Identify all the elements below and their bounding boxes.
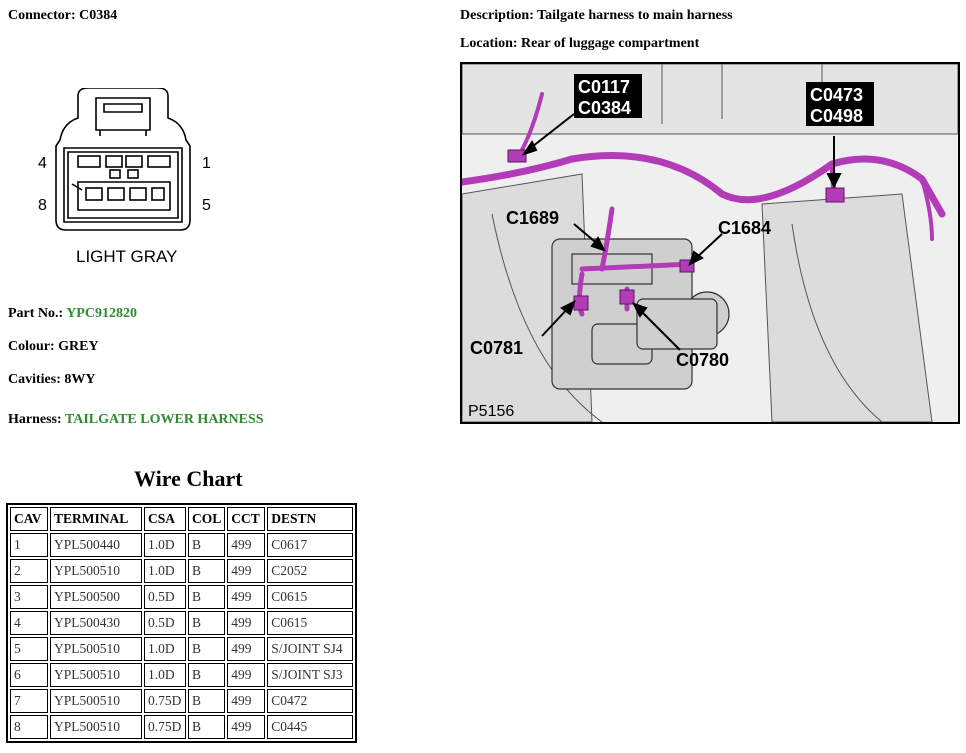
connector-face-diagram: 4 1 8 5 LIGHT GRAY [38,88,211,266]
table-cell: 1.0D [144,559,186,583]
table-cell: YPL500510 [50,663,142,687]
table-cell: YPL500500 [50,585,142,609]
table-cell: B [188,533,226,557]
table-cell: 499 [227,559,266,583]
table-cell: 1.0D [144,533,186,557]
connector-color-label: LIGHT GRAY [76,247,177,266]
column-header-csa: CSA [144,507,186,531]
callout-c0780: C0780 [676,350,729,370]
table-cell: B [188,585,226,609]
table-cell: 6 [10,663,48,687]
harness-label: Harness: [8,412,62,427]
cavities: Cavities: 8WY [8,372,96,387]
wire-chart-title: Wire Chart [134,466,243,491]
callout-c0384: C0384 [578,98,631,118]
part-number-label: Part No.: [8,306,64,321]
callout-c0473: C0473 [810,85,863,105]
table-cell: C2052 [267,559,354,583]
pin-label-8: 8 [38,197,47,214]
table-cell: 0.5D [144,585,186,609]
column-header-destn: DESTN [267,507,354,531]
harness-value: TAILGATE LOWER HARNESS [64,412,264,427]
table-cell: B [188,611,226,635]
table-cell: B [188,663,226,687]
connector-location: Location: Rear of luggage compartment [460,36,700,51]
table-cell: 2 [10,559,48,583]
callout-c0781: C0781 [470,338,523,358]
table-cell: C0472 [267,689,354,713]
table-cell: 499 [227,533,266,557]
table-cell: 3 [10,585,48,609]
table-cell: YPL500510 [50,637,142,661]
callout-c1684: C1684 [718,218,771,238]
harness: Harness: TAILGATE LOWER HARNESS [8,412,264,428]
photo-reference: P5156 [468,403,514,420]
pin-label-4: 4 [38,155,47,172]
column-header-terminal: TERMINAL [50,507,142,531]
column-header-cct: CCT [227,507,266,531]
callout-c0498: C0498 [810,106,863,126]
table-cell: 5 [10,637,48,661]
callout-c0117: C0117 [578,77,630,97]
table-cell: 499 [227,637,266,661]
column-header-col: COL [188,507,226,531]
table-cell: S/JOINT SJ4 [267,637,354,661]
table-cell: YPL500440 [50,533,142,557]
table-cell: 499 [227,663,266,687]
table-cell: B [188,559,226,583]
table-cell: YPL500510 [50,689,142,713]
table-cell: 0.75D [144,689,186,713]
table-cell: C0615 [267,585,354,609]
table-cell: 1 [10,533,48,557]
table-cell: 1.0D [144,663,186,687]
pin-label-5: 5 [202,197,211,214]
table-cell: YPL500510 [50,559,142,583]
colour: Colour: GREY [8,339,99,354]
table-cell: C0615 [267,611,354,635]
table-cell: C0445 [267,715,354,739]
table-cell: 0.75D [144,715,186,739]
table-cell: 1.0D [144,637,186,661]
table-cell: C0617 [267,533,354,557]
table-cell: 0.5D [144,611,186,635]
table-cell: 499 [227,611,266,635]
table-cell: 8 [10,715,48,739]
table-cell: 7 [10,689,48,713]
table-cell: S/JOINT SJ3 [267,663,354,687]
table-cell: YPL500430 [50,611,142,635]
table-cell: B [188,689,226,713]
location-photo: C0117 C0384 C0473 C0498 C1689 C1684 C078… [460,62,960,424]
table-cell: 499 [227,689,266,713]
connector-description: Description: Tailgate harness to main ha… [460,8,733,23]
part-number-value: YPC912820 [66,306,137,321]
table-cell: 4 [10,611,48,635]
table-cell: B [188,715,226,739]
pin-label-1: 1 [202,155,211,172]
part-number: Part No.: YPC912820 [8,306,137,322]
callout-c1689: C1689 [506,208,559,228]
table-cell: B [188,637,226,661]
table-cell: 499 [227,585,266,609]
table-cell: 499 [227,715,266,739]
connector-title: Connector: C0384 [8,8,118,23]
column-header-cav: CAV [10,507,48,531]
table-cell: YPL500510 [50,715,142,739]
